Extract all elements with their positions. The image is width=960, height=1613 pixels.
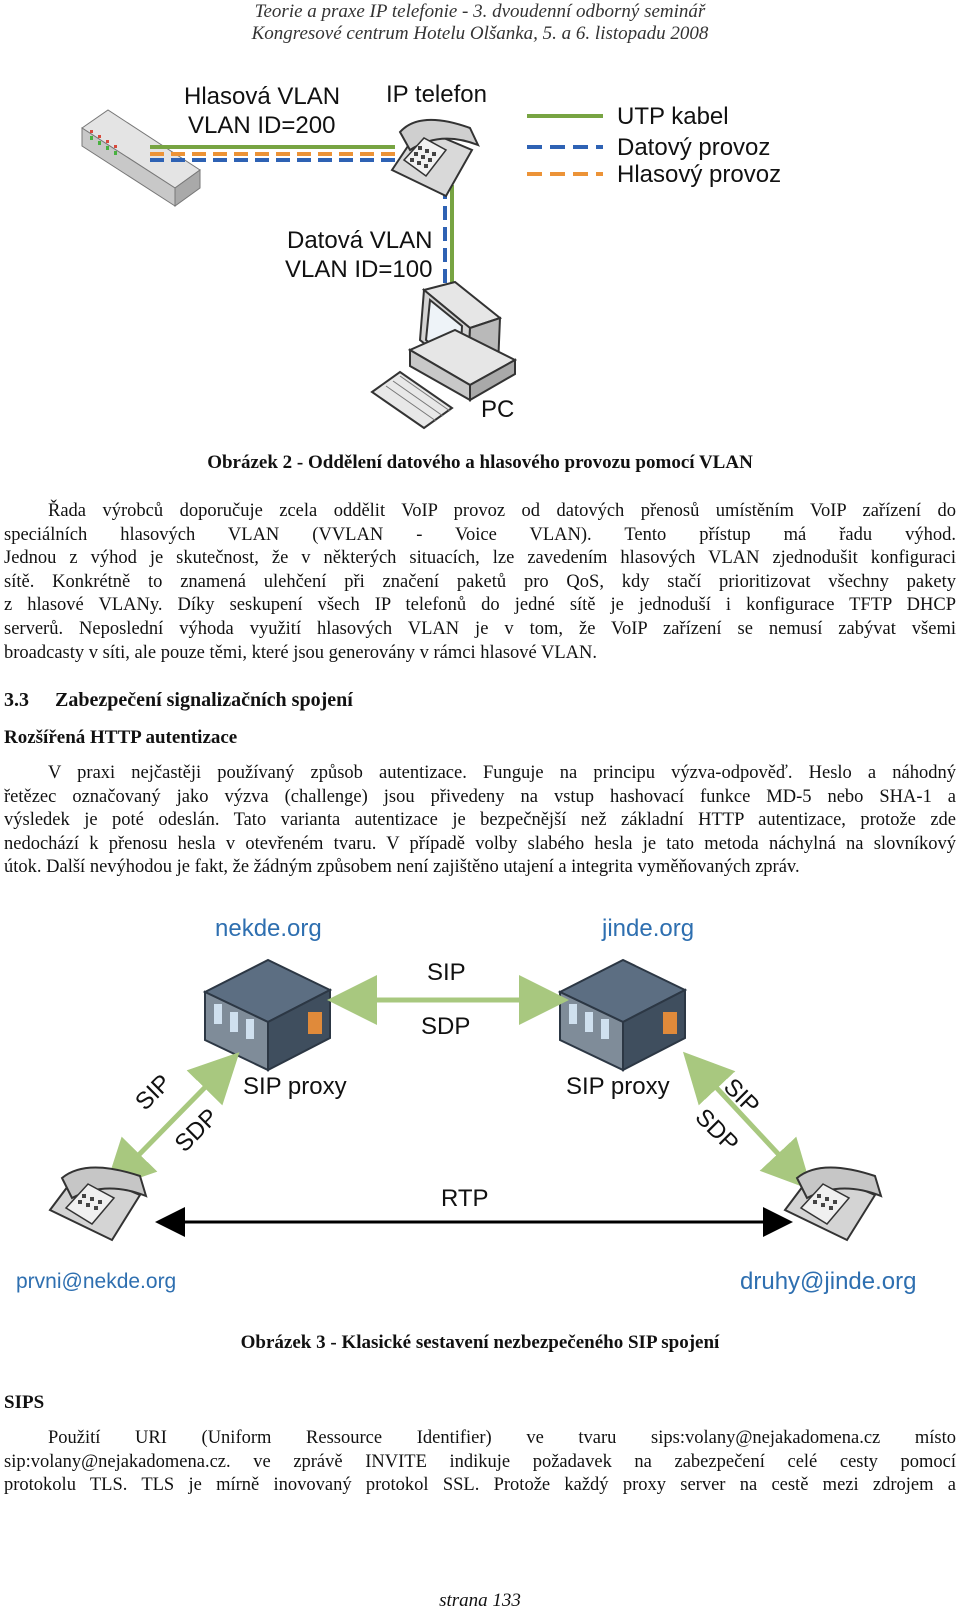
legend-data-label: Datový provoz <box>617 134 771 161</box>
paragraph-line: Řada výrobců doporučuje zcela oddělit Vo… <box>48 501 956 521</box>
paragraph-line: speciálních hlasových VLAN (VVLAN - Voic… <box>4 524 956 545</box>
sip-proxy-server-right-icon <box>557 958 688 1072</box>
paragraph-line: řetězec označovaný jako výzva (challenge… <box>4 786 956 807</box>
sdp-top-label: SDP <box>421 1013 471 1040</box>
section-title: Zabezpečení signalizačních spojení <box>55 689 353 711</box>
paragraph-sips: Použití URI (Uniform Ressource Identifie… <box>4 1427 956 1498</box>
legend-utp-label: UTP kabel <box>617 103 729 130</box>
header-line-1: Teorie a praxe IP telefonie - 3. dvouden… <box>254 1 706 22</box>
paragraph-line: útok. Další nevýhodou je fakt, že žádným… <box>4 857 800 878</box>
subsection-http-auth: Rozšířená HTTP autentizace <box>4 727 238 748</box>
section-heading: 3.3 Zabezpečení signalizačních spojení <box>4 689 353 712</box>
domain-left-label: nekde.org <box>215 915 322 942</box>
user-left-label: prvni@nekde.org <box>16 1270 177 1293</box>
page-number: strana 133 <box>439 1590 521 1611</box>
switch-icon <box>81 109 201 207</box>
sip-proxy-server-left-icon <box>202 958 333 1072</box>
ip-phone-icon <box>390 118 480 198</box>
domain-right-label: jinde.org <box>602 915 695 942</box>
phone-right-icon <box>783 1166 883 1242</box>
data-vlan-label: Datová VLAN <box>287 227 433 254</box>
paragraph-line: z hlasové VLANy. Díky seskupení všech IP… <box>4 595 956 616</box>
voice-vlan-id-label: VLAN ID=200 <box>188 112 336 139</box>
paragraph-line: výsledek je poté odeslán. Tato varianta … <box>4 810 956 831</box>
sip-proxy-left-label: SIP proxy <box>243 1073 347 1100</box>
paragraph-line: broadcasty v síti, ale pouze těmi, které… <box>4 642 598 663</box>
paragraph-http-auth: V praxi nejčastěji používaný způsob aute… <box>4 762 956 880</box>
phone-left-icon <box>48 1166 148 1242</box>
sip-arrow-left <box>104 1052 240 1190</box>
paragraph-line: sítě. Konkrétně to znamená ulehčení při … <box>4 571 956 592</box>
paragraph-line: serverů. Neposlední výhoda využití hlaso… <box>4 618 956 639</box>
header-line-2: Kongresové centrum Hotelu Olšanka, 5. a … <box>251 23 709 44</box>
data-vlan-id-label: VLAN ID=100 <box>285 256 433 283</box>
figure2-caption: Obrázek 2 - Oddělení datového a hlasovéh… <box>207 452 753 473</box>
rtp-label: RTP <box>441 1185 489 1212</box>
pc-label: PC <box>481 396 515 423</box>
subsection-sips: SIPS <box>4 1392 45 1413</box>
paragraph-vlan: Řada výrobců doporučuje zcela oddělit Vo… <box>4 500 956 665</box>
pc-icon <box>407 280 518 402</box>
user-right-label: druhy@jinde.org <box>740 1268 917 1295</box>
paragraph-line: Použití URI (Uniform Ressource Identifie… <box>48 1428 956 1448</box>
keyboard-icon <box>370 370 454 430</box>
figure2-diagram <box>81 109 603 430</box>
figure3-diagram <box>48 958 883 1242</box>
sip-arrow-right <box>682 1051 813 1191</box>
sip-top-label: SIP <box>427 959 466 986</box>
legend-voice-label: Hlasový provoz <box>617 161 782 188</box>
sip-proxy-right-label: SIP proxy <box>566 1073 670 1100</box>
paragraph-line: V praxi nejčastěji používaný způsob aute… <box>48 763 956 783</box>
paragraph-line: sip:volany@nejakadomena.cz. ve zprávě IN… <box>4 1451 956 1472</box>
voice-vlan-label: Hlasová VLAN <box>184 83 341 110</box>
paragraph-line: nedochází k přenosu hesla v otevřeném tv… <box>4 833 956 854</box>
figure3-caption: Obrázek 3 - Klasické sestavení nezbezpeč… <box>240 1332 720 1353</box>
section-number: 3.3 <box>4 689 29 711</box>
ip-phone-label: IP telefon <box>386 81 487 108</box>
paragraph-line: Jednou z výhod je skutečnost, že v někte… <box>4 548 956 569</box>
paragraph-line: protokolu TLS. TLS je mírně inovovaný pr… <box>4 1475 956 1496</box>
